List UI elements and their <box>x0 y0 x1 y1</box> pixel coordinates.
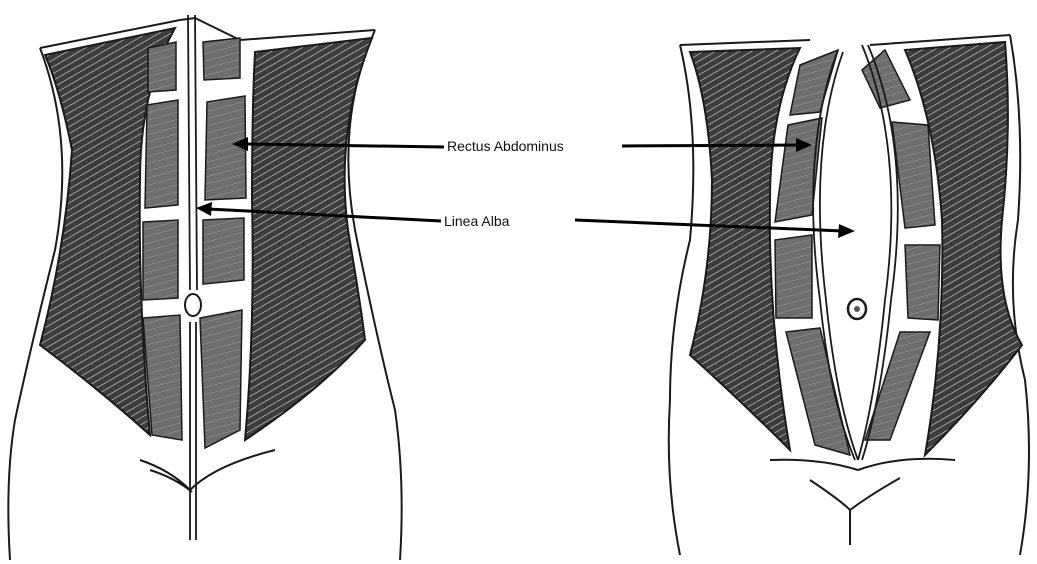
normal-right-oblique-muscle <box>245 38 372 440</box>
rectus-abdominus-label: Rectus Abdominus <box>444 137 567 155</box>
diastasis-pelvic-line <box>770 459 955 545</box>
diastasis-torso-top-edge <box>680 35 1010 45</box>
normal-torso <box>8 15 401 560</box>
linea-alba-label: Linea Alba <box>441 212 512 230</box>
diastasis-left-rectus-segments <box>775 50 850 455</box>
normal-right-rectus-segments <box>200 38 246 448</box>
normal-linea-alba <box>188 15 197 540</box>
diastasis-torso <box>669 35 1029 555</box>
normal-pelvic-line <box>140 450 275 492</box>
normal-navel <box>185 294 201 316</box>
normal-left-rectus-segments <box>143 42 182 440</box>
